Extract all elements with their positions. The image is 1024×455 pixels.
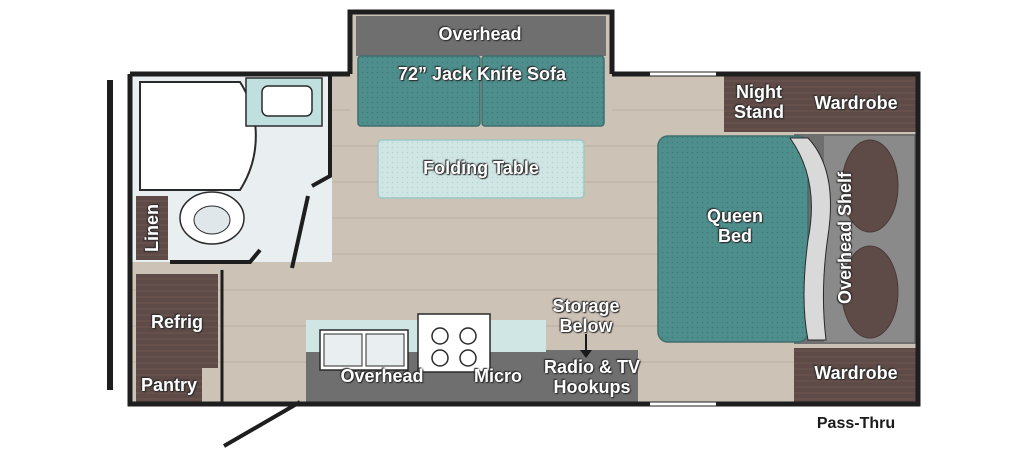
queen-bed-label: Queen Bed: [680, 206, 790, 246]
night-stand-label: Night Stand: [724, 82, 794, 122]
pass-thru-label: Pass-Thru: [816, 415, 896, 432]
night-stand-line1: Night: [736, 82, 782, 102]
radio-tv-label: Radio & TV Hookups: [536, 357, 648, 397]
micro-label: Micro: [473, 366, 522, 386]
wardrobe-bottom-label: Wardrobe: [814, 363, 898, 383]
refrig-label: Refrig: [150, 312, 203, 332]
pantry-label: Pantry: [140, 375, 198, 395]
walls: [127, 9, 921, 407]
night-stand-line2: Stand: [733, 102, 784, 122]
linen-label: Linen: [142, 204, 162, 252]
bedroom: [657, 76, 916, 402]
storage-arrow: [580, 334, 592, 358]
radio-tv-line1: Radio & TV: [543, 357, 640, 377]
radio-tv-line2: Hookups: [553, 377, 631, 397]
overhead-shelf-label: Overhead Shelf: [835, 171, 855, 305]
sofa-label: 72” Jack Knife Sofa: [397, 64, 567, 84]
overhead-kitchen-label: Overhead: [340, 366, 424, 386]
folding-table: [377, 139, 585, 199]
storage-line2: Below: [559, 316, 613, 336]
queen-bed-line1: Queen: [706, 206, 763, 226]
wardrobe-top-label: Wardrobe: [814, 93, 898, 113]
storage-line1: Storage: [552, 296, 620, 316]
storage-below-label: Storage Below: [536, 296, 636, 336]
queen-bed-line2: Bed: [717, 226, 752, 246]
bath-door: [290, 195, 310, 269]
entry-door: [222, 400, 302, 448]
folding-table-label: Folding Table: [423, 158, 539, 178]
kitchen: [136, 274, 638, 402]
sofa-slideout: [350, 12, 612, 128]
overhead-top-label: Overhead: [438, 24, 522, 44]
bathroom: [132, 76, 332, 262]
